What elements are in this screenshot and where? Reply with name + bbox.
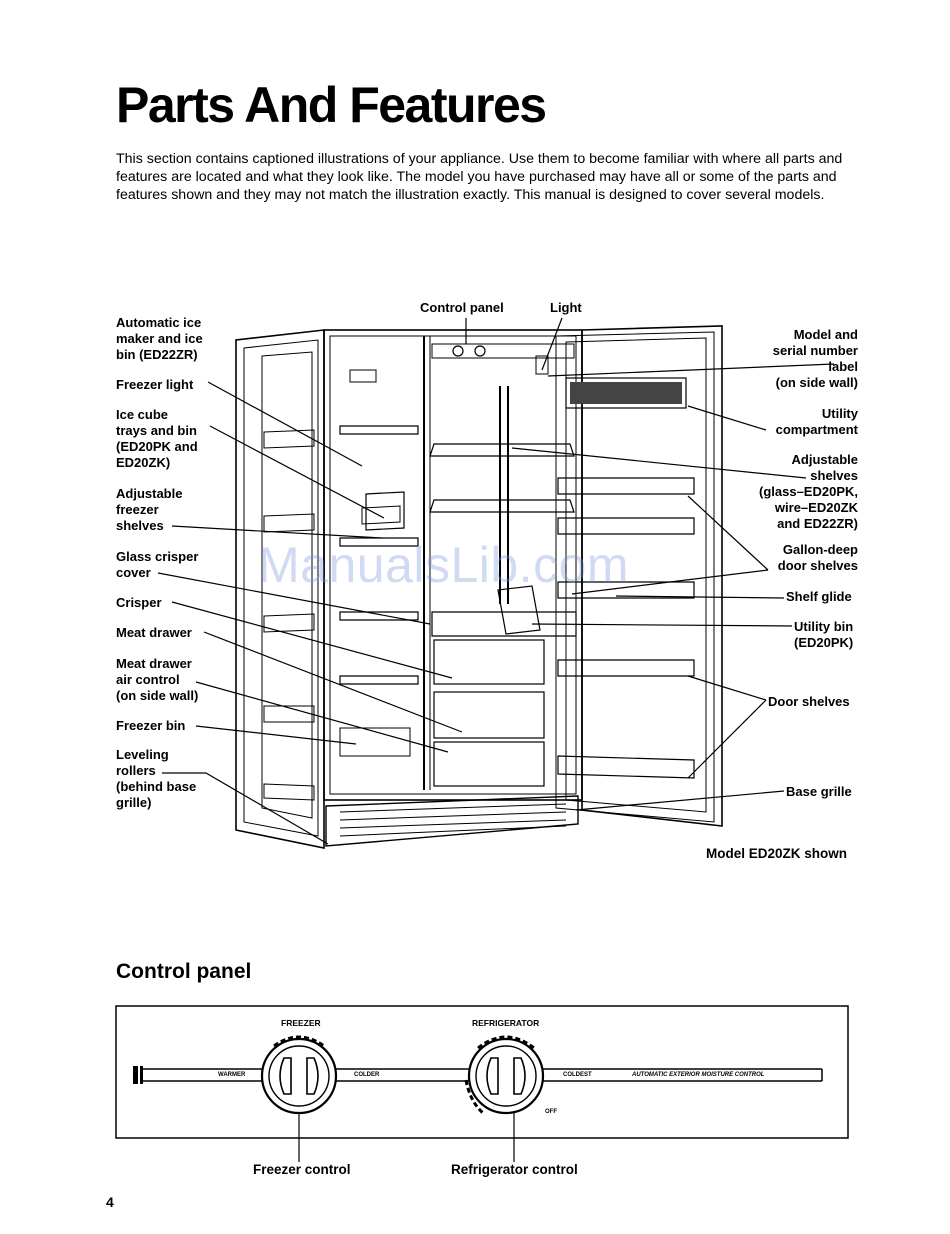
freezer-door bbox=[235, 329, 325, 849]
label-ice-cube-trays: Ice cube trays and bin (ED20PK and ED20Z… bbox=[116, 407, 198, 470]
label-meat-air-control: Meat drawer air control (on side wall) bbox=[116, 656, 199, 703]
page-title: Parts And Features bbox=[116, 77, 547, 133]
label-glass-crisper: Glass crisper cover bbox=[116, 549, 199, 580]
page-number: 4 bbox=[106, 1194, 114, 1210]
refrigerator-diagram bbox=[157, 317, 835, 849]
figure-caption: Model ED20ZK shown bbox=[706, 846, 848, 861]
label-door-shelves: Door shelves bbox=[768, 694, 850, 709]
label-freezer-bin: Freezer bin bbox=[116, 718, 186, 733]
label-utility-bin: Utility bin (ED20PK) bbox=[794, 619, 854, 650]
warmer-text: WARMER bbox=[218, 1072, 246, 1078]
label-light: Light bbox=[550, 300, 582, 315]
refrigerator-door bbox=[581, 325, 723, 827]
refrigerator-control-label: Refrigerator control bbox=[451, 1162, 578, 1177]
base-grille bbox=[325, 795, 579, 847]
label-control-panel: Control panel bbox=[420, 300, 504, 315]
control-panel-title: Control panel bbox=[116, 960, 252, 983]
label-model-serial: Model and serial number label (on side w… bbox=[772, 327, 858, 390]
label-meat-drawer: Meat drawer bbox=[116, 625, 192, 640]
label-utility-compartment: Utility compartment bbox=[775, 406, 858, 437]
control-panel-diagram bbox=[115, 1005, 849, 1162]
freezer-heading: FREEZER bbox=[281, 1018, 321, 1028]
label-leveling-rollers: Leveling rollers (behind base grille) bbox=[116, 747, 197, 810]
freezer-dial bbox=[260, 1035, 338, 1115]
label-freezer-light: Freezer light bbox=[116, 377, 194, 392]
moisture-control-text: AUTOMATIC EXTERIOR MOISTURE CONTROL bbox=[632, 1072, 765, 1078]
label-freezer-shelves: Adjustable freezer shelves bbox=[116, 486, 183, 533]
label-crisper: Crisper bbox=[116, 595, 162, 610]
coldest-text: COLDEST bbox=[563, 1072, 592, 1078]
label-base-grille: Base grille bbox=[786, 784, 852, 799]
label-ice-maker: Automatic ice maker and ice bin (ED22ZR) bbox=[116, 315, 203, 362]
refrigerator-heading: REFRIGERATOR bbox=[472, 1018, 540, 1028]
label-adjustable-shelves: Adjustable shelves (glass–ED20PK, wire–E… bbox=[759, 452, 858, 531]
colder-text: COLDER bbox=[354, 1072, 380, 1078]
off-text: OFF bbox=[545, 1109, 557, 1115]
label-gallon-door-shelves: Gallon-deep door shelves bbox=[777, 542, 858, 573]
watermark: ManualsLib.com bbox=[258, 537, 630, 593]
label-shelf-glide: Shelf glide bbox=[786, 589, 852, 604]
refrigerator-dial bbox=[464, 1035, 545, 1116]
freezer-control-label: Freezer control bbox=[253, 1162, 351, 1177]
intro-paragraph: This section contains captioned illustra… bbox=[116, 151, 843, 203]
